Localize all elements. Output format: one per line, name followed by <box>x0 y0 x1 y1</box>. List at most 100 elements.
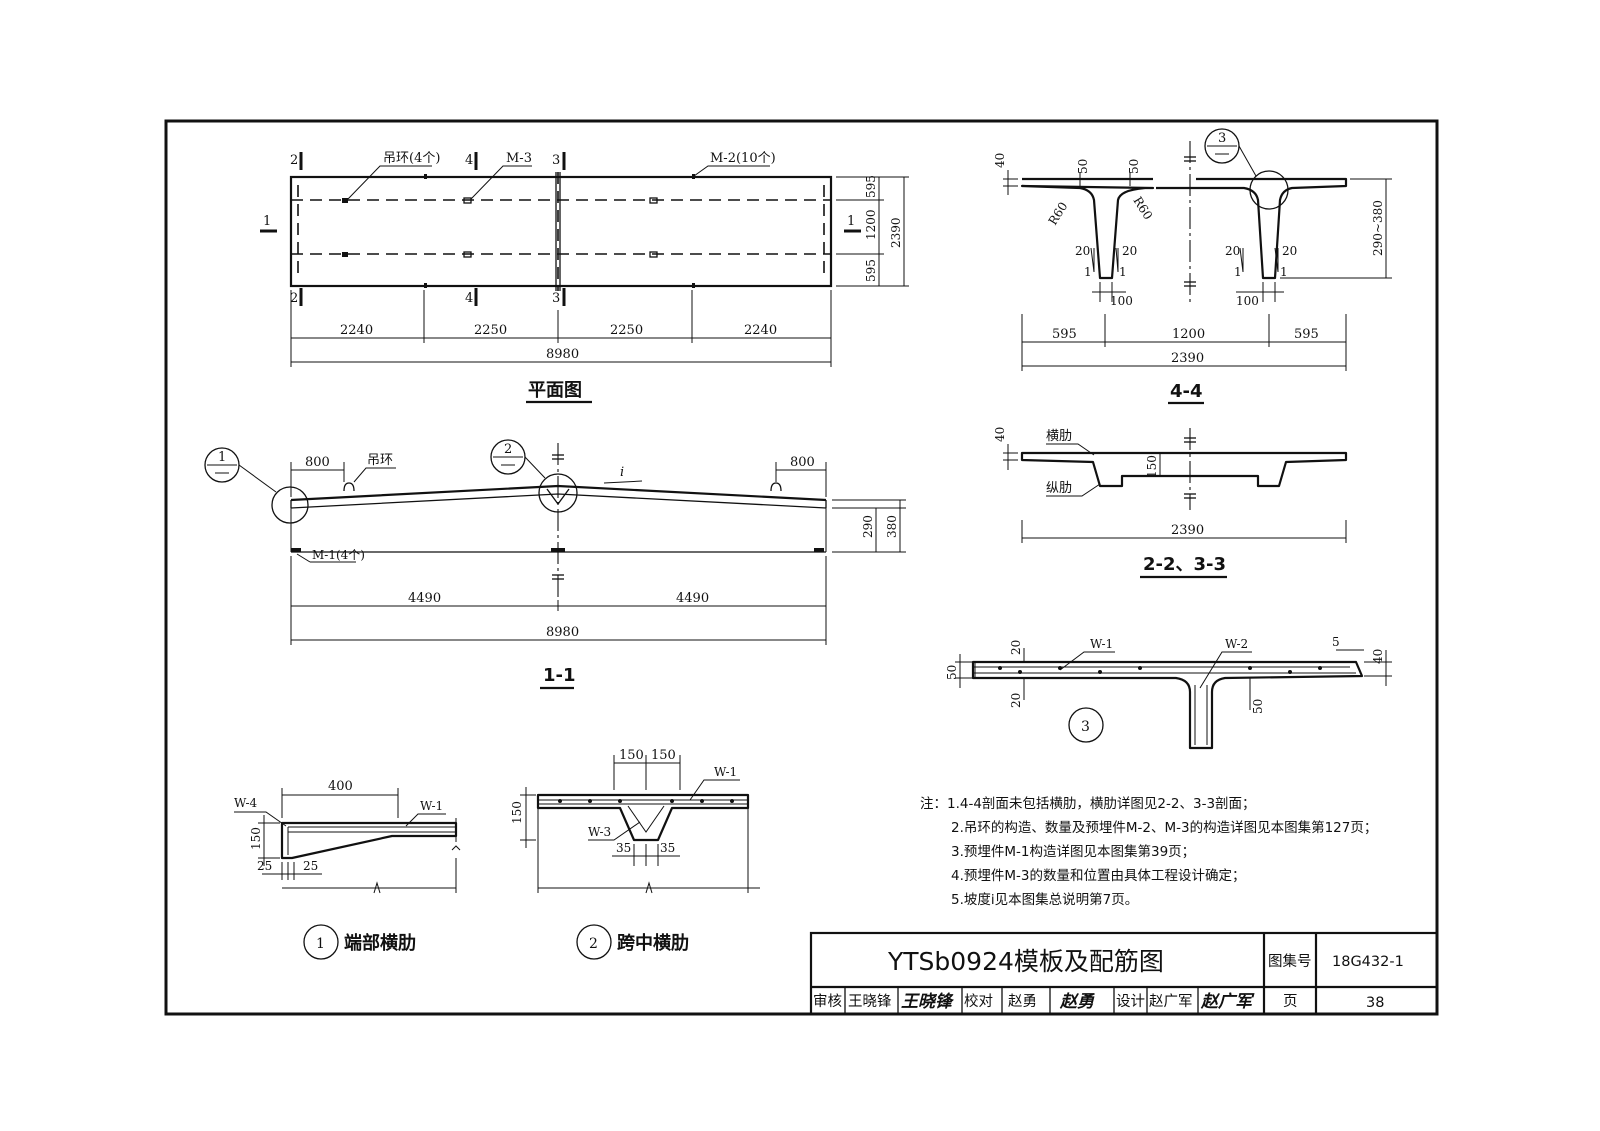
sheet-frame <box>164 119 1439 1016</box>
d3-dim-20-bot: 20 <box>1009 693 1023 708</box>
s44-dim-40: 40 <box>993 153 1007 168</box>
d3-number: 3 <box>1081 719 1090 735</box>
detail-mid-rib: 150 150 W-1 W-3 150 35 35 2 跨中横肋 <box>510 748 760 960</box>
d1-dim-150: 150 <box>249 827 263 850</box>
d2-number: 2 <box>589 936 598 952</box>
plan-label-hanging-rings: 吊环(4个) <box>383 151 440 166</box>
notes: 注：1.4-4剖面未包括横肋，横肋详图见2-2、3-3剖面； 2.吊环的构造、数… <box>920 796 1377 908</box>
design-label: 设计 <box>1116 993 1145 1010</box>
note-line-4: 4.预埋件M-3的数量和位置由具体工程设计确定； <box>951 868 1246 884</box>
d1-dim-400: 400 <box>328 779 353 794</box>
plan-dim-2240-b: 2240 <box>744 323 777 338</box>
designer-signature: 赵广军 <box>1200 992 1255 1012</box>
d3-dim-40: 40 <box>1371 649 1385 664</box>
d2-dim-150-a: 150 <box>619 748 644 763</box>
s44-dim-50-a: 50 <box>1076 159 1090 174</box>
s44-slope-1-b: 1 <box>1119 265 1127 279</box>
s44-caption: 4-4 <box>1170 381 1203 402</box>
s44-dim-1200: 1200 <box>1172 327 1205 342</box>
detail-2-tag-number: 2 <box>504 442 512 457</box>
d3-dim-50-left: 50 <box>945 665 959 680</box>
d2-dim-35-b: 35 <box>660 841 675 855</box>
atlas-number: 18G432-1 <box>1332 954 1404 970</box>
note-line-2: 2.吊环的构造、数量及预埋件M-2、M-3的构造详图见本图集第127页； <box>951 819 1377 836</box>
d2-dim-35-a: 35 <box>616 841 631 855</box>
detail-3-tag-number-44: 3 <box>1218 131 1226 146</box>
detail-3-number-circle <box>1068 707 1104 743</box>
d1-label-w4: W-4 <box>234 796 258 810</box>
s44-slope-20-c: 20 <box>1225 244 1240 258</box>
detail-1-tag-number: 1 <box>218 450 226 465</box>
d1-label-w1: W-1 <box>420 799 443 813</box>
s44-slope-1-c: 1 <box>1234 265 1242 279</box>
check-label: 校对 <box>964 993 993 1010</box>
plan-sec-2-bot: 2 <box>290 291 298 306</box>
s44-slope-20-b: 20 <box>1122 244 1137 258</box>
page-label: 页 <box>1283 994 1298 1010</box>
plan-sec-4-bot: 4 <box>465 291 473 306</box>
plan-label-m3: M-3 <box>506 151 532 166</box>
s23-caption: 2-2、3-3 <box>1143 554 1226 575</box>
plan-label-m2: M-2(10个) <box>710 151 776 166</box>
page-number: 38 <box>1366 995 1384 1011</box>
s44-slope-1-d: 1 <box>1280 265 1288 279</box>
plan-dim-2390: 2390 <box>889 217 903 248</box>
s44-slope-1-a: 1 <box>1084 265 1092 279</box>
plan-dim-595-bot: 595 <box>864 259 878 282</box>
s44-dim-100-b: 100 <box>1236 294 1259 308</box>
checker-signature: 赵勇 <box>1059 992 1096 1012</box>
s11-dim-4490-b: 4490 <box>676 591 709 606</box>
d2-label-w1: W-1 <box>714 765 737 779</box>
note-line-5: 5.坡度i见本图集总说明第7页。 <box>951 891 1138 908</box>
s23-label-long-rib: 纵肋 <box>1046 481 1072 496</box>
plan-sec-2-top: 2 <box>290 153 298 168</box>
s11-dim-380: 380 <box>885 515 899 538</box>
d3-label-w1: W-1 <box>1090 637 1113 651</box>
s44-slope-20-a: 20 <box>1075 244 1090 258</box>
s44-r60-a: R60 <box>1046 200 1071 228</box>
d3-dim-50-right: 50 <box>1251 699 1265 714</box>
review-label: 审核 <box>813 993 842 1010</box>
d3-dim-20-top: 20 <box>1009 640 1023 655</box>
detail-1-number-circle <box>303 924 339 960</box>
d1-dim-25-a: 25 <box>257 859 272 873</box>
detail-3: 50 20 20 W-1 W-2 5 40 50 3 <box>945 635 1392 750</box>
s44-dim-2390: 2390 <box>1171 351 1204 366</box>
d2-dim-150-c: 150 <box>510 801 524 824</box>
s11-slope-i: i <box>620 465 624 480</box>
d2-label-w3: W-3 <box>588 825 611 839</box>
detail-2-number-circle <box>576 924 612 960</box>
section-4-4: 3 40 50 50 R60 R60 20 1 20 1 20 1 20 1 2… <box>993 128 1392 405</box>
s11-label-m1: M-1(4个) <box>312 548 365 562</box>
d2-caption: 跨中横肋 <box>617 932 689 954</box>
s44-slope-20-d: 20 <box>1282 244 1297 258</box>
s11-label-ring: 吊环 <box>367 453 393 468</box>
s11-dim-4490-a: 4490 <box>408 591 441 606</box>
plan-view: 2 2 4 4 3 3 1 1 吊环(4个) M-3 M-2(10个) <box>260 151 909 404</box>
plan-sec-3-top: 3 <box>552 153 560 168</box>
note-line-1: 注：1.4-4剖面未包括横肋，横肋详图见2-2、3-3剖面； <box>920 796 1256 812</box>
d3-label-w2: W-2 <box>1225 637 1248 651</box>
reviewer-signature: 王晓锋 <box>901 992 955 1012</box>
plan-dim-2250-b: 2250 <box>610 323 643 338</box>
s11-dim-total: 8980 <box>546 625 579 640</box>
s11-dim-290: 290 <box>861 515 875 538</box>
s44-dim-595-a: 595 <box>1052 327 1077 342</box>
s44-dim-100-a: 100 <box>1110 294 1133 308</box>
d1-caption: 端部横肋 <box>344 932 416 954</box>
s11-caption: 1-1 <box>543 665 576 686</box>
plan-sec-1-right: 1 <box>847 214 855 229</box>
atlas-number-label: 图集号 <box>1268 953 1312 970</box>
d3-dim-5: 5 <box>1332 635 1340 649</box>
plan-sec-4-top: 4 <box>465 153 473 168</box>
d2-dim-150-b: 150 <box>651 748 676 763</box>
s44-r60-b: R60 <box>1130 194 1155 222</box>
s23-dim-2390: 2390 <box>1171 523 1204 538</box>
plan-dim-total: 8980 <box>546 347 579 362</box>
d1-number: 1 <box>316 936 325 952</box>
s23-dim-150: 150 <box>1145 455 1159 478</box>
s23-label-cross-rib: 横肋 <box>1046 429 1072 444</box>
detail-1-callout-circle <box>271 486 309 524</box>
plan-sec-1-left: 1 <box>263 214 271 229</box>
